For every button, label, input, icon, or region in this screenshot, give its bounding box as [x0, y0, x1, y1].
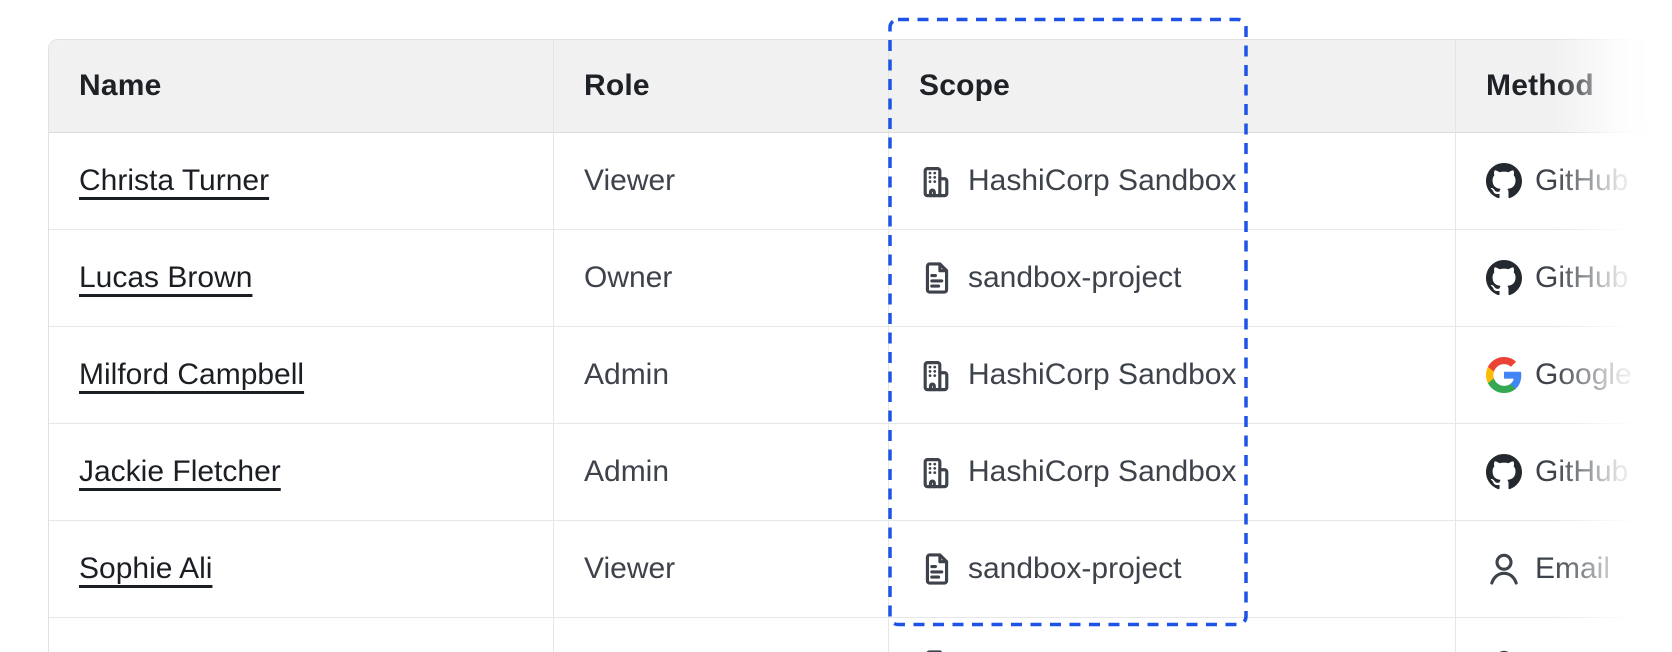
scope-label: HashiCorp Sandbox: [968, 164, 1237, 197]
cell-role: Admin: [554, 327, 889, 423]
cell-name: Milford Campbell: [49, 327, 554, 423]
cell-name: Jackie Fletcher: [49, 424, 554, 520]
table-header-row: Name Role Scope Method: [49, 40, 1672, 133]
org-building-icon: [919, 454, 955, 490]
cell-scope: sandbox-project: [889, 521, 1456, 617]
cell-name: Christa Turner: [49, 133, 554, 229]
cell-scope: [889, 618, 1456, 652]
user-icon: [1486, 551, 1522, 587]
cell-role: Viewer: [554, 133, 889, 229]
member-name-link[interactable]: Lucas Brown: [79, 261, 253, 294]
table-row: Sophie Ali Viewer sandbox-project Email: [49, 521, 1672, 618]
cell-method: GitHub: [1456, 230, 1672, 326]
method-label: GitHub: [1535, 261, 1629, 294]
role-label: Admin: [584, 455, 670, 488]
cell-scope: HashiCorp Sandbox: [889, 327, 1456, 423]
cell-method: GitHub: [1456, 133, 1672, 229]
cell-name: [49, 618, 554, 652]
member-name-link[interactable]: Christa Turner: [79, 164, 270, 197]
user-icon: [1486, 648, 1522, 652]
role-label: Admin: [584, 358, 670, 391]
table-row: Milford Campbell Admin HashiCorp Sandbox Go…: [49, 327, 1672, 424]
table-row: Jackie Fletcher Admin HashiCorp Sandbox Git…: [49, 424, 1672, 521]
role-label: Viewer: [584, 552, 676, 585]
org-building-icon: [919, 357, 955, 393]
member-name-link[interactable]: Sophie Ali: [79, 552, 213, 585]
org-building-icon: [919, 163, 955, 199]
method-label: Email: [1535, 552, 1611, 585]
cell-role: Owner: [554, 230, 889, 326]
column-header-scope: Scope: [889, 40, 1456, 132]
method-label: Google: [1535, 358, 1632, 391]
cell-name: Lucas Brown: [49, 230, 554, 326]
table-row: Lucas Brown Owner sandbox-project GitHub: [49, 230, 1672, 327]
cell-name: Sophie Ali: [49, 521, 554, 617]
column-header-role: Role: [554, 40, 889, 132]
file-text-icon: [919, 551, 955, 587]
method-label: GitHub: [1535, 164, 1629, 197]
google-icon: [1486, 357, 1522, 393]
method-label: GitHub: [1535, 455, 1629, 488]
github-icon: [1486, 163, 1522, 199]
column-header-name: Name: [49, 40, 554, 132]
column-header-method: Method: [1486, 69, 1594, 102]
cell-role: Viewer: [554, 521, 889, 617]
table-row: Christa Turner Viewer HashiCorp Sandbox Git…: [49, 133, 1672, 230]
github-icon: [1486, 260, 1522, 296]
cell-method: Google: [1456, 327, 1672, 423]
cell-role: Admin: [554, 424, 889, 520]
cell-method: Email: [1456, 521, 1672, 617]
file-text-icon: [919, 260, 955, 296]
role-label: Owner: [584, 261, 673, 294]
cell-method: GitHub: [1456, 424, 1672, 520]
table-row-partial: [49, 618, 1672, 652]
scope-label: HashiCorp Sandbox: [968, 358, 1237, 391]
scope-label: sandbox-project: [968, 552, 1182, 585]
scope-label: HashiCorp Sandbox: [968, 455, 1237, 488]
cell-method: [1456, 618, 1672, 652]
cell-role: [554, 618, 889, 652]
member-name-link[interactable]: Jackie Fletcher: [79, 455, 281, 488]
cell-scope: HashiCorp Sandbox: [889, 424, 1456, 520]
role-label: Viewer: [584, 164, 676, 197]
member-name-link[interactable]: Milford Campbell: [79, 358, 305, 391]
cell-scope: HashiCorp Sandbox: [889, 133, 1456, 229]
scope-label: sandbox-project: [968, 261, 1182, 294]
cell-scope: sandbox-project: [889, 230, 1456, 326]
github-icon: [1486, 454, 1522, 490]
file-text-icon: [919, 648, 955, 652]
